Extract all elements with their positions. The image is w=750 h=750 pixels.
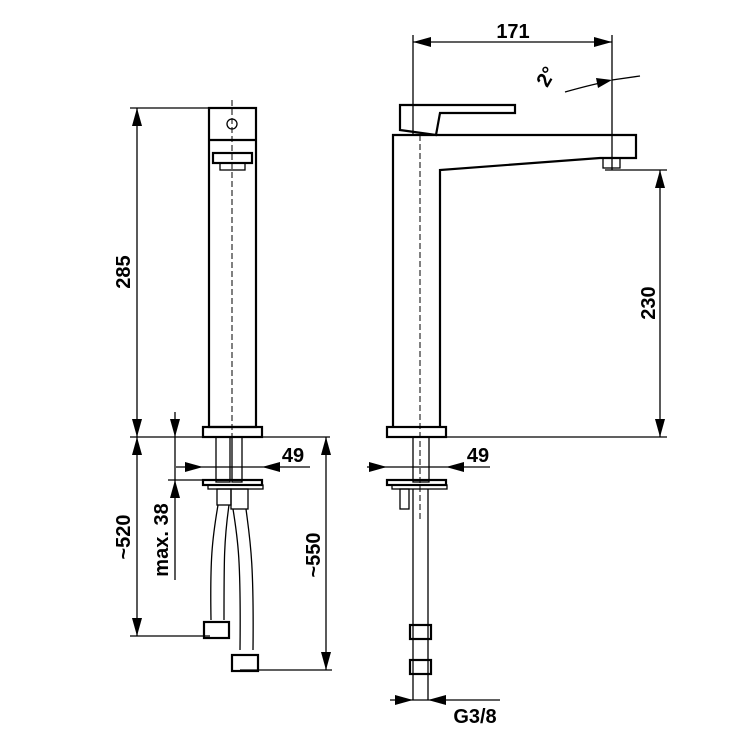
dim-49-left: 49	[282, 445, 304, 467]
dim-2-degree: 2°	[532, 63, 561, 91]
dim-285: 285	[113, 255, 135, 288]
side-view-profile	[385, 103, 638, 700]
dim-thread: G3/8	[453, 706, 496, 728]
dim-230: 230	[638, 286, 660, 319]
dim-49-right: 49	[467, 445, 489, 467]
dim-550: ~550	[303, 532, 325, 577]
dim-171: 171	[496, 21, 529, 43]
dim-520: ~520	[113, 514, 135, 559]
side-view-front	[201, 100, 264, 673]
dim-max-38: max. 38	[151, 503, 173, 576]
dimension-lines	[130, 35, 667, 705]
